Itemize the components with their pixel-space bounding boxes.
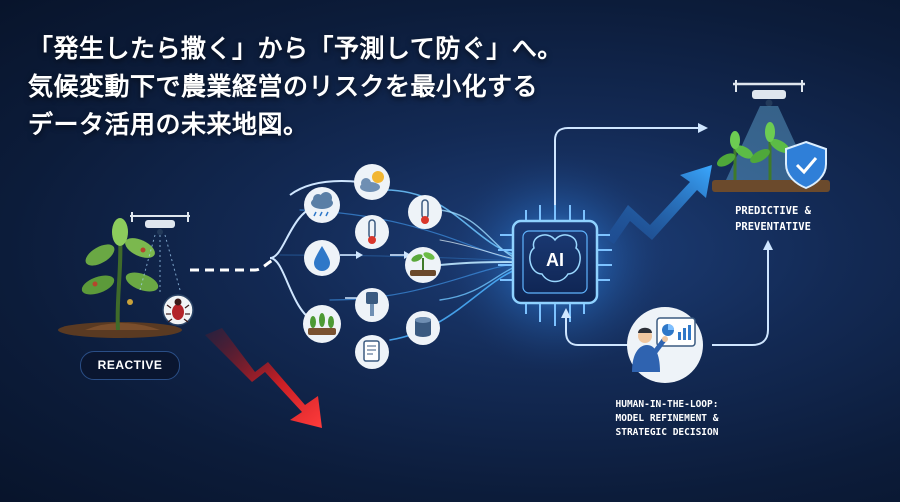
ai-chip bbox=[498, 205, 612, 326]
dashed-connector bbox=[190, 256, 277, 272]
partly-cloudy-icon bbox=[354, 164, 390, 200]
ph-probe-icon bbox=[355, 288, 389, 322]
thermometer-icon bbox=[355, 215, 389, 249]
rain-cloud-icon bbox=[304, 187, 340, 223]
data-streams bbox=[279, 189, 516, 341]
ai-chip-label: AI bbox=[546, 250, 564, 270]
headline-line-3: データ活用の未来地図。 bbox=[28, 110, 309, 139]
reactive-label: REACTIVE bbox=[80, 351, 180, 380]
predictive-label-line-1: PREDICTIVE & bbox=[735, 205, 811, 217]
hitl-label: HUMAN-IN-THE-LOOP: MODEL REFINEMENT & ST… bbox=[582, 398, 752, 440]
hitl-label-line-2: MODEL REFINEMENT & bbox=[615, 413, 719, 424]
hitl-label-line-1: HUMAN-IN-THE-LOOP: bbox=[615, 399, 719, 410]
sprout-icon bbox=[405, 247, 441, 283]
drone-icon bbox=[130, 212, 190, 235]
shield-check-icon bbox=[785, 140, 827, 190]
drone-icon bbox=[733, 80, 805, 107]
predictive-scene bbox=[712, 80, 830, 192]
analyst-icon bbox=[632, 327, 668, 372]
reactive-scene bbox=[58, 212, 194, 338]
field-crops-icon bbox=[303, 305, 341, 343]
plants-icon bbox=[716, 122, 790, 180]
loop-arrowheads bbox=[561, 123, 773, 318]
hitl-label-line-3: STRATEGIC DECISION bbox=[615, 427, 719, 438]
headline: 「発生したら撒く」から「予測して防ぐ」へ。 気候変動下で農業経営のリスクを最小化… bbox=[28, 30, 563, 144]
data-source-icons bbox=[303, 164, 442, 369]
water-drop-icon bbox=[304, 240, 340, 276]
headline-line-2: 気候変動下で農業経営のリスクを最小化する bbox=[28, 72, 539, 101]
headline-line-1: 「発生したら撒く」から「予測して防ぐ」へ。 bbox=[28, 34, 563, 63]
thermometer-icon bbox=[408, 195, 442, 229]
decline-arrow bbox=[205, 328, 322, 428]
predictive-label-line-2: PREVENTATIVE bbox=[735, 221, 811, 233]
feedback-loop bbox=[554, 127, 769, 346]
predictive-label: PREDICTIVE & PREVENTATIVE bbox=[708, 203, 838, 235]
database-icon bbox=[406, 311, 440, 345]
report-icon bbox=[355, 335, 389, 369]
rise-arrow bbox=[605, 165, 712, 244]
hitl-scene bbox=[627, 307, 703, 383]
